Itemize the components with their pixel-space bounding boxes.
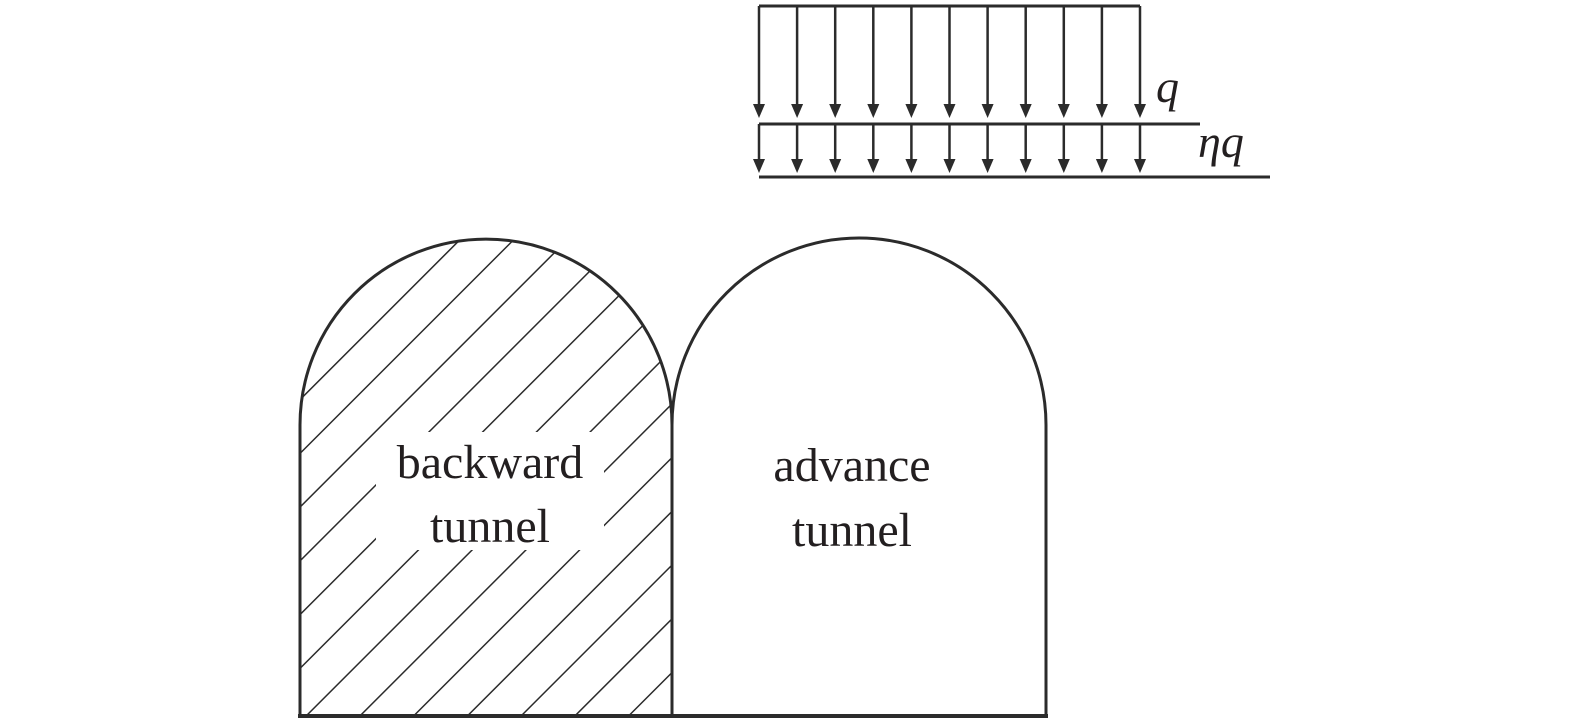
load-arrow-eta-q-head — [981, 159, 994, 173]
backward-tunnel-outline — [298, 237, 674, 716]
distributed-load: q ηq — [753, 4, 1270, 179]
backward-tunnel-label-line2: tunnel — [430, 500, 550, 553]
load-arrow-q-head — [753, 104, 765, 118]
advance-tunnel: advance tunnel — [670, 236, 1048, 716]
backward-tunnel-label-line1: backward — [397, 436, 584, 489]
backward-tunnel: backward tunnel — [298, 237, 674, 716]
load-arrow-q-head — [1095, 104, 1108, 118]
load-arrow-q-head — [1134, 104, 1146, 118]
load-arrow-q-head — [981, 104, 994, 118]
load-arrow-eta-q-head — [905, 159, 918, 173]
load-arrow-eta-q-head — [943, 159, 956, 173]
load-arrow-eta-q-head — [829, 159, 842, 173]
load-arrow-eta-q-head — [867, 159, 880, 173]
load-arrow-eta-q-head — [1095, 159, 1108, 173]
load-arrow-q-head — [943, 104, 956, 118]
load-arrows — [753, 6, 1146, 173]
load-arrow-q-head — [791, 104, 804, 118]
load-arrow-q-head — [1019, 104, 1032, 118]
load-arrow-eta-q-head — [753, 159, 765, 173]
load-arrow-eta-q-head — [1019, 159, 1032, 173]
advance-tunnel-label-line2: tunnel — [792, 504, 912, 557]
load-arrow-eta-q-head — [1134, 159, 1146, 173]
backward-tunnel-label-mask — [376, 432, 604, 550]
load-arrow-q-head — [1057, 104, 1070, 118]
load-arrow-eta-q-head — [1057, 159, 1070, 173]
load-arrow-q-head — [867, 104, 880, 118]
load-arrow-q-head — [905, 104, 918, 118]
advance-tunnel-label-line1: advance — [773, 439, 930, 492]
load-arrow-eta-q-head — [791, 159, 804, 173]
load-label-q: q — [1156, 61, 1179, 112]
advance-tunnel-outline — [670, 236, 1048, 716]
load-arrow-q-head — [829, 104, 842, 118]
load-label-eta-q: ηq — [1198, 116, 1244, 167]
